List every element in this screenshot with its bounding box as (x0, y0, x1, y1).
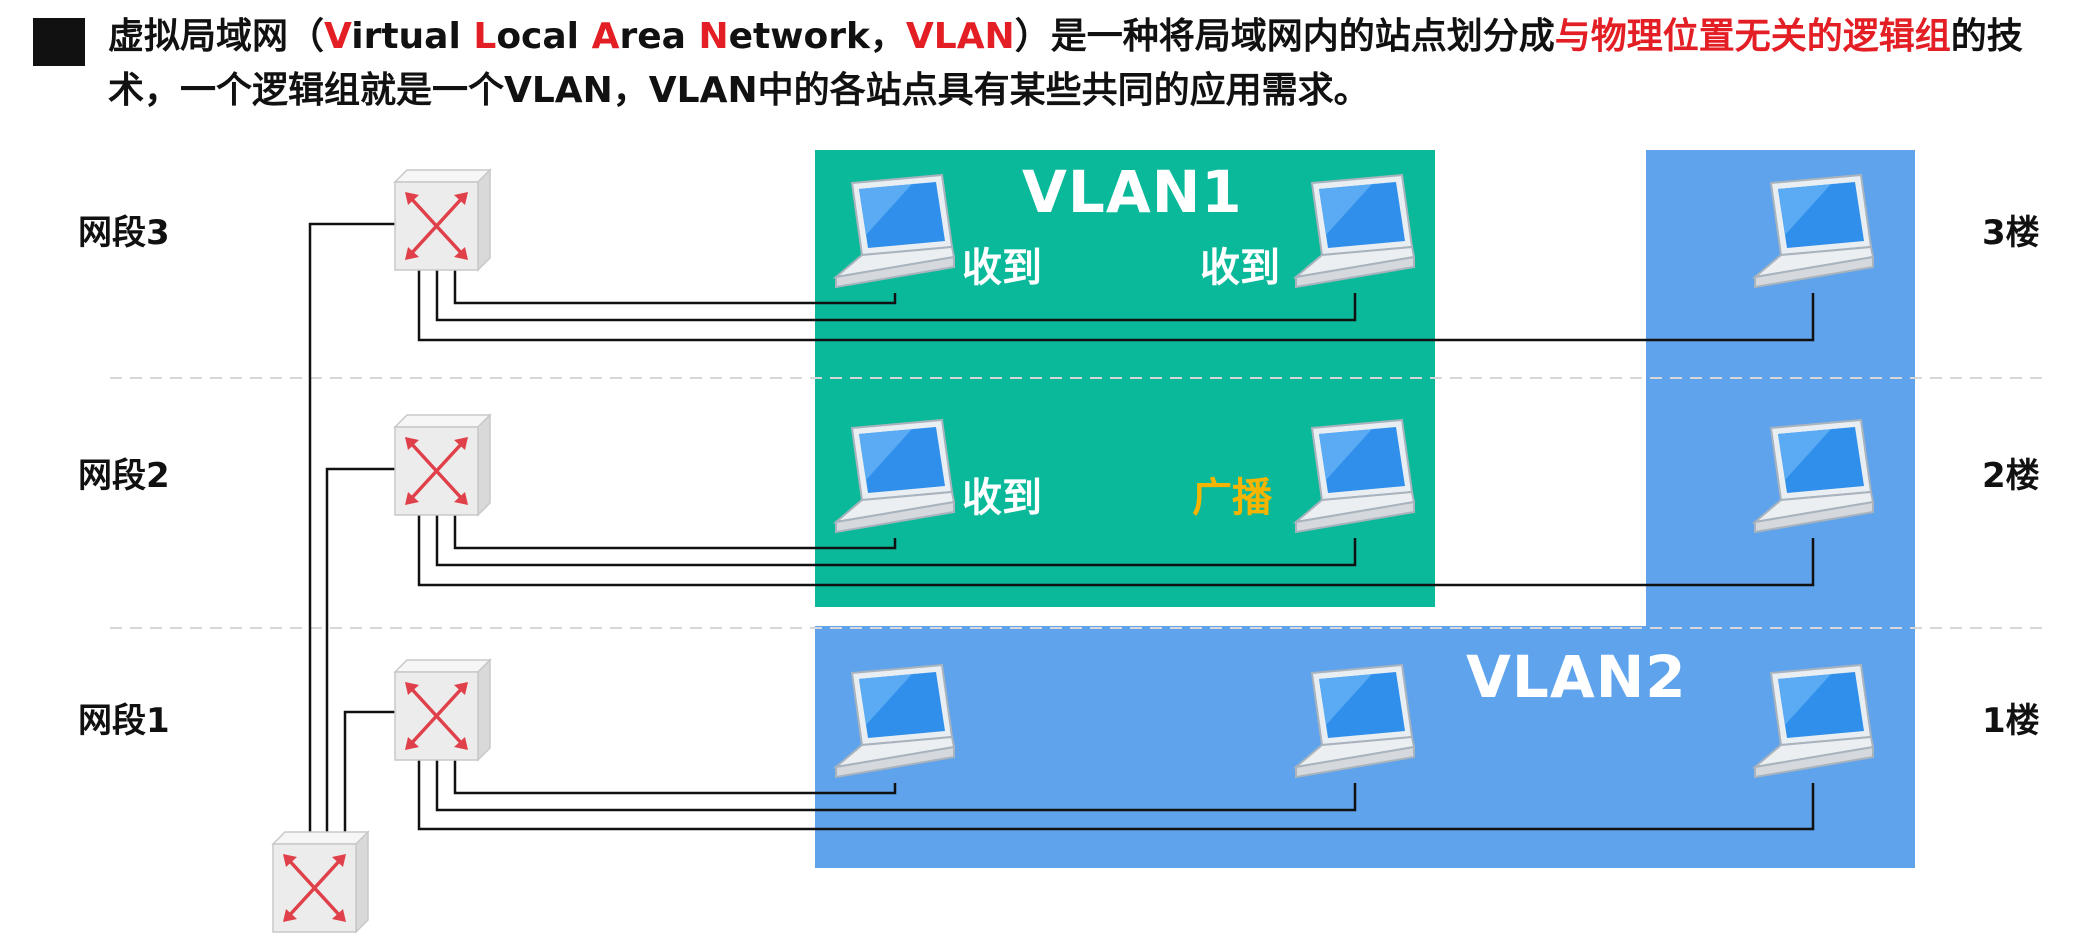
switch-icon (393, 168, 492, 272)
intro-part: irtual (351, 16, 474, 57)
intro-text: 虚拟局域网（Virtual Local Area Network，VLAN）是一… (108, 10, 2068, 118)
intro-vlan-term: VLAN (905, 16, 1015, 57)
segment-label: 网段3 (78, 213, 170, 253)
intro-part: etwork， (728, 16, 906, 57)
floor-label: 3楼 (1982, 213, 2040, 253)
switch-icon (271, 830, 370, 934)
intro-part: ）是一种将局域网内的站点划分成 (1014, 16, 1555, 57)
intro-letter-v: V (324, 16, 352, 57)
intro-part: ocal (496, 16, 592, 57)
received-tag: 收到 (962, 475, 1042, 521)
intro-letter-n: N (698, 16, 729, 57)
intro-part: 虚拟局域网（ (108, 16, 325, 57)
network-links (308, 222, 1815, 832)
intro-part: rea (619, 16, 699, 57)
floor-label: 1楼 (1982, 701, 2040, 741)
broadcast-tag: 广播 (1192, 475, 1272, 521)
vlan2-title: VLAN2 (1466, 643, 1687, 711)
switch-icon (393, 413, 492, 517)
bullet-square (33, 18, 85, 66)
intro-letter-l: L (473, 16, 497, 57)
received-tag: 收到 (962, 245, 1042, 291)
floor-divider (110, 377, 2045, 629)
segment-label: 网段1 (78, 701, 170, 741)
intro-highlight: 组 (1914, 16, 1951, 57)
intro-highlight: 与物理位置无关的逻辑 (1554, 16, 1915, 57)
segment-label: 网段2 (78, 456, 170, 496)
vlan1-title: VLAN1 (1022, 158, 1243, 226)
received-tag: 收到 (1200, 245, 1280, 291)
intro-letter-a: A (591, 16, 620, 57)
switch-icon (393, 658, 492, 762)
floor-label: 2楼 (1982, 456, 2040, 496)
intro-part: 的技术，一个逻辑组就是一个VLAN，VLAN中的各站点具有某些共同的应用需求。 (108, 16, 2023, 111)
